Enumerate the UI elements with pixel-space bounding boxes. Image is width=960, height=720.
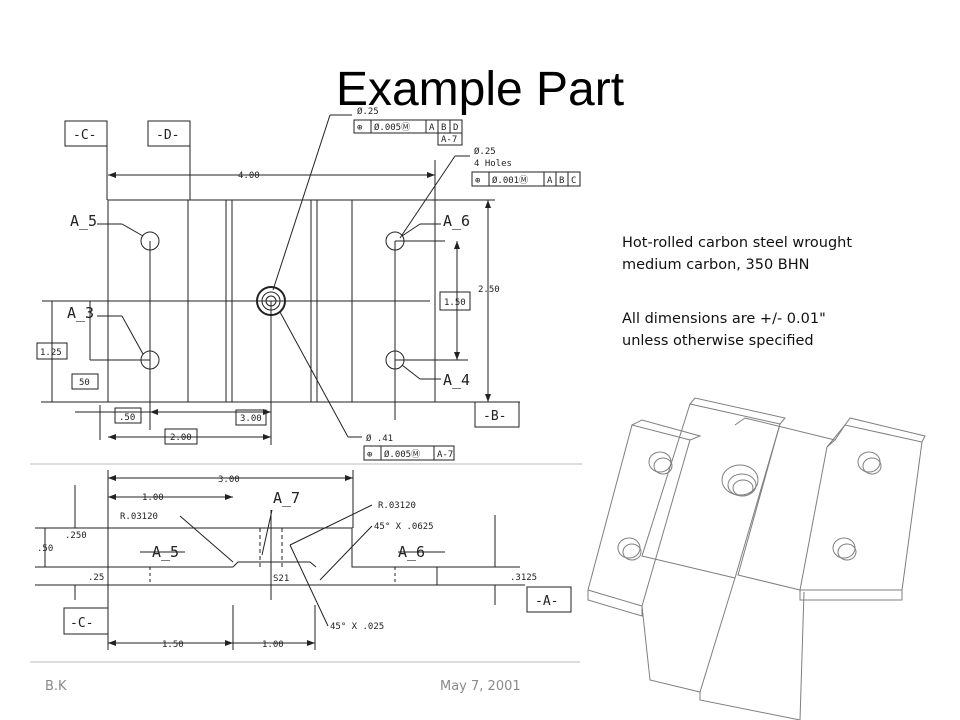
side-label-a5: A_5: [152, 543, 179, 561]
hole-a4-label: A_4: [443, 371, 470, 389]
side-dim-3125: .3125: [510, 573, 537, 583]
fcf-cbore-tol: Ø.005Ⓜ: [384, 449, 420, 460]
side-label-a7: A_7: [273, 489, 300, 507]
fcf-center-d: D: [453, 123, 458, 133]
fcf-center-ref: A-7: [441, 135, 457, 145]
side-thread-note: S21: [273, 574, 289, 584]
fcf-center-tol: Ø.005Ⓜ: [374, 122, 410, 133]
material-note: Hot-rolled carbon steel wrought medium c…: [622, 232, 852, 276]
fcf-center-frame: [353, 119, 463, 134]
side-dim-250: .250: [65, 531, 87, 541]
side-dim-100: 1.00: [142, 493, 164, 503]
tolerance-note-line2: unless otherwise specified: [622, 333, 814, 349]
hole-a3-label: A_3: [67, 304, 94, 322]
fcf-cbore-sym: ⊕: [367, 450, 372, 460]
datum-c-label: -C-: [73, 128, 96, 143]
hole-a6-label: A_6: [443, 212, 470, 230]
fcf-holes-tol: Ø.001Ⓜ: [492, 175, 528, 186]
datum-a-box: [526, 586, 572, 613]
side-chamfer-top: 45° X .0625: [374, 522, 434, 532]
tolerance-note: All dimensions are +/- 0.01" unless othe…: [622, 308, 826, 352]
side-radius-right: R.03120: [378, 501, 416, 511]
side-label-a6: A_6: [398, 543, 425, 561]
hole-a5-label: A_5: [70, 212, 97, 230]
fcf-holes-a: A: [547, 176, 553, 186]
dim-point50-label: .50: [119, 413, 135, 423]
datum-d-label: -D-: [156, 128, 179, 143]
dim-height-label: 2.50: [478, 285, 500, 295]
fcf-cbore-ref: A-7: [437, 450, 453, 460]
side-radius-left: R.03120: [120, 512, 158, 522]
side-dim-50: .50: [37, 544, 53, 554]
side-dim-300: 3.00: [218, 475, 240, 485]
side-datum-c: -C-: [70, 616, 93, 631]
side-datum-a: -A-: [535, 594, 558, 609]
slide-title: Example Part: [335, 63, 625, 116]
footer-date: May 7, 2001: [440, 679, 521, 694]
holes4-dia: Ø.25: [474, 146, 496, 157]
material-note-line1: Hot-rolled carbon steel wrought: [622, 235, 853, 251]
dim-150-label: 1.50: [444, 298, 466, 308]
side-dim-25: .25: [88, 573, 104, 583]
datum-b-box: [474, 401, 520, 428]
fcf-holes-sym: ⊕: [475, 176, 480, 186]
datum-c-side-box: [63, 607, 109, 635]
fcf-holes-c: C: [571, 176, 576, 186]
datum-b-label: -B-: [483, 409, 506, 424]
tolerance-note-line1: All dimensions are +/- 0.01": [622, 311, 826, 327]
dim-width-label: 4.00: [238, 171, 260, 181]
fcf-center-b: B: [441, 123, 446, 133]
holes4-count: 4 Holes: [474, 159, 512, 169]
dim-200-label: 2.00: [170, 433, 192, 443]
fcf-center-a: A: [429, 123, 435, 133]
fcf-holes-frame: [471, 171, 581, 187]
side-dim-150: 1.50: [162, 640, 184, 650]
fcf-holes-b: B: [559, 176, 564, 186]
dim-300-label: 3.00: [240, 414, 262, 424]
isometric-part-view: [587, 397, 926, 720]
side-chamfer-bottom: 45° X .025: [330, 622, 384, 632]
center-hole-dia: Ø.25: [357, 106, 379, 117]
fcf-center-sym: ⊕: [357, 123, 362, 133]
footer-author: B.K: [45, 679, 67, 694]
dim-50-box-label: 50: [79, 378, 90, 388]
cbore-dia: Ø .41: [366, 433, 393, 444]
fcf-cbore-frame: [363, 445, 455, 461]
dim-125-label: 1.25: [40, 348, 62, 358]
side-dim-100b: 1.00: [262, 640, 284, 650]
material-note-line2: medium carbon, 350 BHN: [622, 257, 810, 273]
